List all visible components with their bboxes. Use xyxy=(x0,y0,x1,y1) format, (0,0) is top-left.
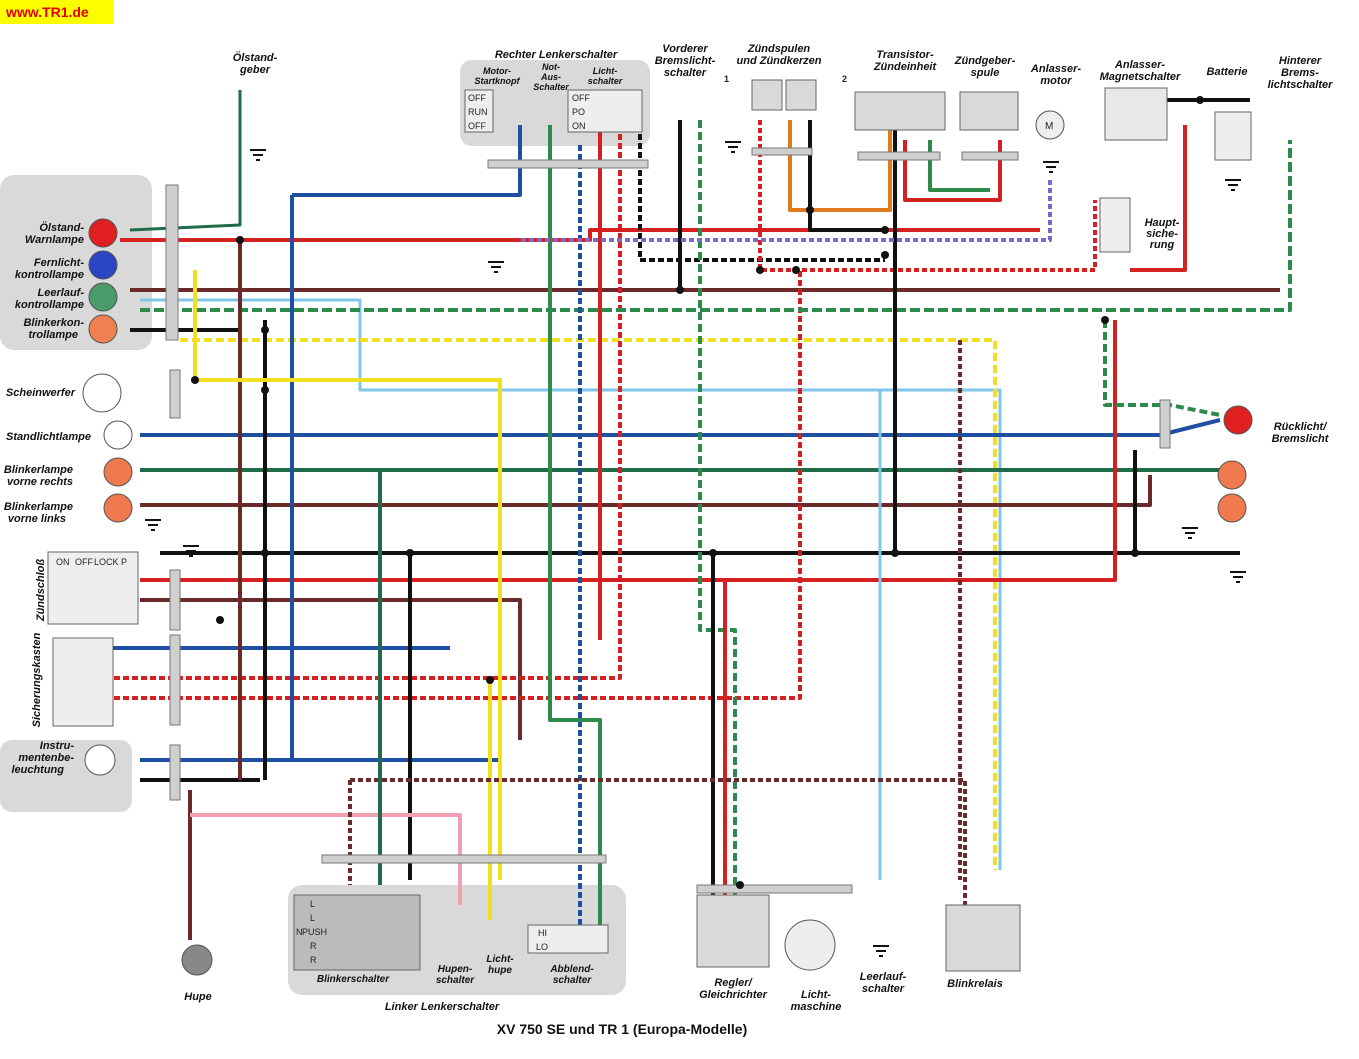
transistor-box xyxy=(854,91,946,131)
high-beam-lamp-label-1: Fernlicht- xyxy=(34,257,84,269)
instrument-light-label-3: leuchtung xyxy=(11,764,64,776)
tail-light-label-2: Bremslicht xyxy=(1272,433,1330,445)
right-handlebar-switch-label: Rechter Lenkerschalter xyxy=(495,49,618,61)
battery-label: Batterie xyxy=(1207,66,1248,78)
oil-sender-label-1: Ölstand- xyxy=(233,51,278,64)
main-fuse-label-3: rung xyxy=(1150,239,1175,251)
front-brake-switch-label-3: schalter xyxy=(664,67,707,79)
dimmer-switch-label-2: schalter xyxy=(553,975,592,986)
ignition-coils-label-1: Zündspulen xyxy=(747,43,811,55)
light-switch-label-1: Licht- xyxy=(593,66,618,76)
start-button-label-2: Startknopf xyxy=(475,76,521,86)
turn-mark-l1: L xyxy=(310,899,315,909)
turn-switch-label: Blinkerschalter xyxy=(317,974,390,985)
flash-switch-label-2: hupe xyxy=(488,965,512,976)
flasher-relay-label: Blinkrelais xyxy=(947,978,1003,990)
dimmer-mark-hi: HI xyxy=(538,928,547,938)
front-brake-switch-label-2: Bremslicht- xyxy=(655,55,716,67)
ignition-coils-label-2: und Zündkerzen xyxy=(737,55,822,67)
high-beam-lamp-label-2: kontrollampe xyxy=(15,269,84,281)
motor-mark-run: RUN xyxy=(468,107,488,117)
turn-indicator-lamp-label-2: trollampe xyxy=(28,329,78,341)
starter-relay-label-1: Anlasser- xyxy=(1114,59,1165,71)
horn-switch-label-1: Hupen- xyxy=(438,964,473,975)
turn-mark-r1: R xyxy=(310,941,317,951)
instrument-light-label-1: Instru- xyxy=(40,740,75,752)
left-handlebar-switch-label: Linker Lenkerschalter xyxy=(385,1001,500,1013)
front-right-turn-label-2: vorne rechts xyxy=(7,476,73,488)
transistor-label-1: Transistor- xyxy=(876,49,934,61)
front-right-turn-label-1: Blinkerlampe xyxy=(4,464,73,476)
horn-label: Hupe xyxy=(184,991,212,1003)
front-left-turn-label-1: Blinkerlampe xyxy=(4,501,73,513)
neutral-switch-label-2: schalter xyxy=(862,983,905,995)
ignition-lock-label: Zündschloß xyxy=(35,559,47,623)
neutral-lamp-label-1: Leerlauf- xyxy=(38,287,85,299)
ign-mark-p: P xyxy=(121,557,127,567)
alternator-label-2: maschine xyxy=(791,1001,842,1013)
oil-sender-label-2: geber xyxy=(239,64,271,76)
light-mark-off: OFF xyxy=(572,93,590,103)
transistor-label-2: Zündeinheit xyxy=(873,61,938,73)
pickup-coil-label-1: Zündgeber- xyxy=(954,55,1016,67)
pickup-coil-label-2: spule xyxy=(971,67,1000,79)
fuse-box-label: Sicherungskasten xyxy=(31,632,43,727)
diagram-title: XV 750 SE und TR 1 (Europa-Modelle) xyxy=(497,1021,747,1037)
regulator-label-2: Gleichrichter xyxy=(699,989,768,1001)
headlight-label: Scheinwerfer xyxy=(6,387,76,399)
ign-mark-off: OFF xyxy=(75,557,93,567)
light-switch-label-2: schalter xyxy=(588,76,623,86)
starter-motor-m: M xyxy=(1045,121,1053,132)
starter-relay-label-2: Magnetschalter xyxy=(1100,71,1181,83)
pickup-coil-box xyxy=(959,91,1019,131)
flash-switch-label-1: Licht- xyxy=(486,954,514,965)
turn-mark-l2: L xyxy=(310,913,315,923)
kill-switch-label-2: Aus- xyxy=(540,72,561,82)
dimmer-mark-lo: LO xyxy=(536,942,548,952)
front-left-turn-label-2: vorne links xyxy=(8,513,66,525)
site-url-banner: www.TR1.de xyxy=(0,0,114,24)
neutral-lamp-label-2: kontrollampe xyxy=(15,299,84,311)
main-fuse-label-2: siche- xyxy=(1146,228,1178,240)
parking-light-label: Standlichtlampe xyxy=(6,431,91,443)
kill-switch-label-3: Schalter xyxy=(533,82,569,92)
neutral-switch-label-1: Leerlauf- xyxy=(860,971,907,983)
motor-mark-off1: OFF xyxy=(468,93,486,103)
turn-mark-n: N xyxy=(296,927,303,937)
kill-switch-label-1: Not- xyxy=(542,62,560,72)
flasher-relay-box xyxy=(945,904,1021,972)
turn-indicator-lamp-label-1: Blinkerkon- xyxy=(23,317,84,329)
ign-mark-on: ON xyxy=(56,557,70,567)
turn-mark-r2: R xyxy=(310,955,317,965)
main-fuse-label-1: Haupt- xyxy=(1145,217,1180,229)
rear-brake-switch-label-2: Brems- xyxy=(1281,67,1319,79)
motor-mark-off2: OFF xyxy=(468,121,486,131)
ign-mark-lock: LOCK xyxy=(94,557,119,567)
coil-number-1: 1 xyxy=(724,74,729,84)
starter-motor-label-2: motor xyxy=(1040,75,1072,87)
light-mark-po: PO xyxy=(572,107,585,117)
start-button-label-1: Motor- xyxy=(483,66,511,76)
light-mark-on: ON xyxy=(572,121,586,131)
oil-warning-lamp-label-1: Ölstand- xyxy=(39,221,84,234)
rear-brake-switch-label-3: lichtschalter xyxy=(1268,79,1334,91)
alternator-label-1: Licht- xyxy=(801,989,831,1001)
regulator-box xyxy=(696,894,770,968)
instrument-light-label-2: mentenbe- xyxy=(18,752,74,764)
dimmer-switch-label-1: Abblend- xyxy=(549,964,594,975)
turn-mark-push: PUSH xyxy=(302,927,327,937)
starter-motor-label-1: Anlasser- xyxy=(1030,63,1081,75)
regulator-label-1: Regler/ xyxy=(714,977,753,989)
rear-brake-switch-label-1: Hinterer xyxy=(1279,55,1322,67)
front-brake-switch-label-1: Vorderer xyxy=(662,43,708,55)
coil-number-2: 2 xyxy=(842,74,847,84)
tail-light-label-1: Rücklicht/ xyxy=(1274,421,1329,433)
horn-switch-label-2: schalter xyxy=(436,975,475,986)
oil-warning-lamp-label-2: Warnlampe xyxy=(25,234,84,246)
